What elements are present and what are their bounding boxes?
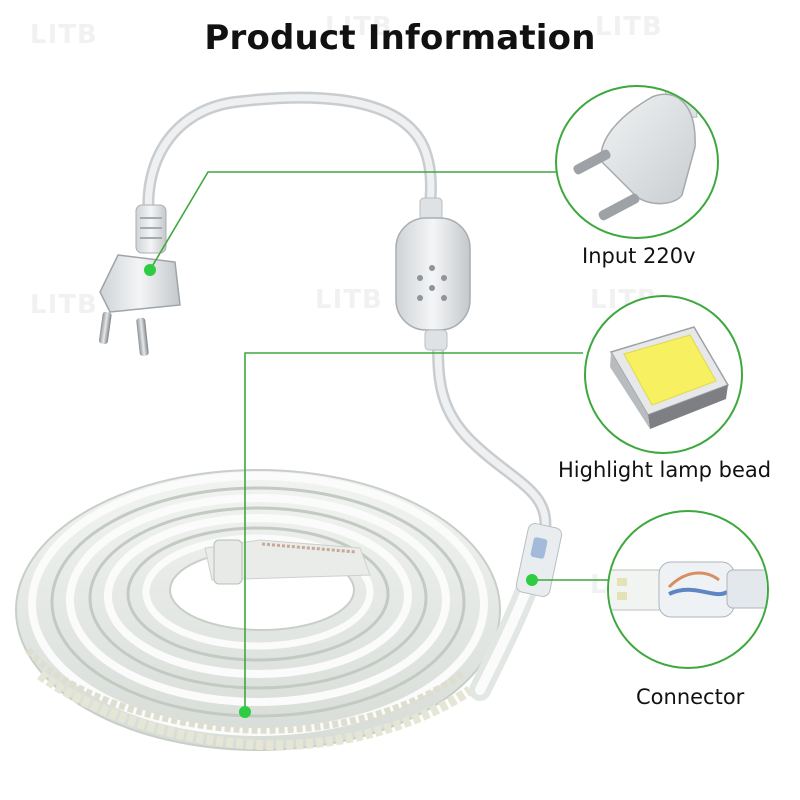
- rectifier-box: [395, 197, 471, 351]
- marker-dot: [239, 706, 251, 718]
- watermark: LITB: [315, 285, 383, 315]
- page-title: Product Information: [204, 18, 596, 58]
- callout-lines: [149, 171, 610, 712]
- watermark: LITB: [30, 20, 98, 50]
- connector-plug-icon: [515, 523, 563, 597]
- callout-plug: [555, 85, 719, 239]
- marker-dot: [526, 574, 538, 586]
- eu-plug-icon: [98, 204, 181, 356]
- callout-label: Highlight lamp bead: [558, 458, 772, 482]
- eu-plug-icon: [573, 87, 698, 221]
- callout-label: Connector: [636, 685, 745, 709]
- callout-connector: [607, 510, 769, 669]
- marker-dot: [144, 264, 156, 276]
- smd-led-chip-icon: [609, 326, 730, 429]
- led-strip-coil: [15, 469, 551, 751]
- watermark: LITB: [30, 290, 98, 320]
- callout-lamp-bead: [584, 295, 743, 454]
- watermark: LITB: [325, 12, 393, 42]
- watermark: LITB: [595, 12, 663, 42]
- connector-plug-icon: [609, 561, 767, 618]
- output-cable: [432, 339, 552, 536]
- callout-label: Input 220v: [582, 244, 696, 268]
